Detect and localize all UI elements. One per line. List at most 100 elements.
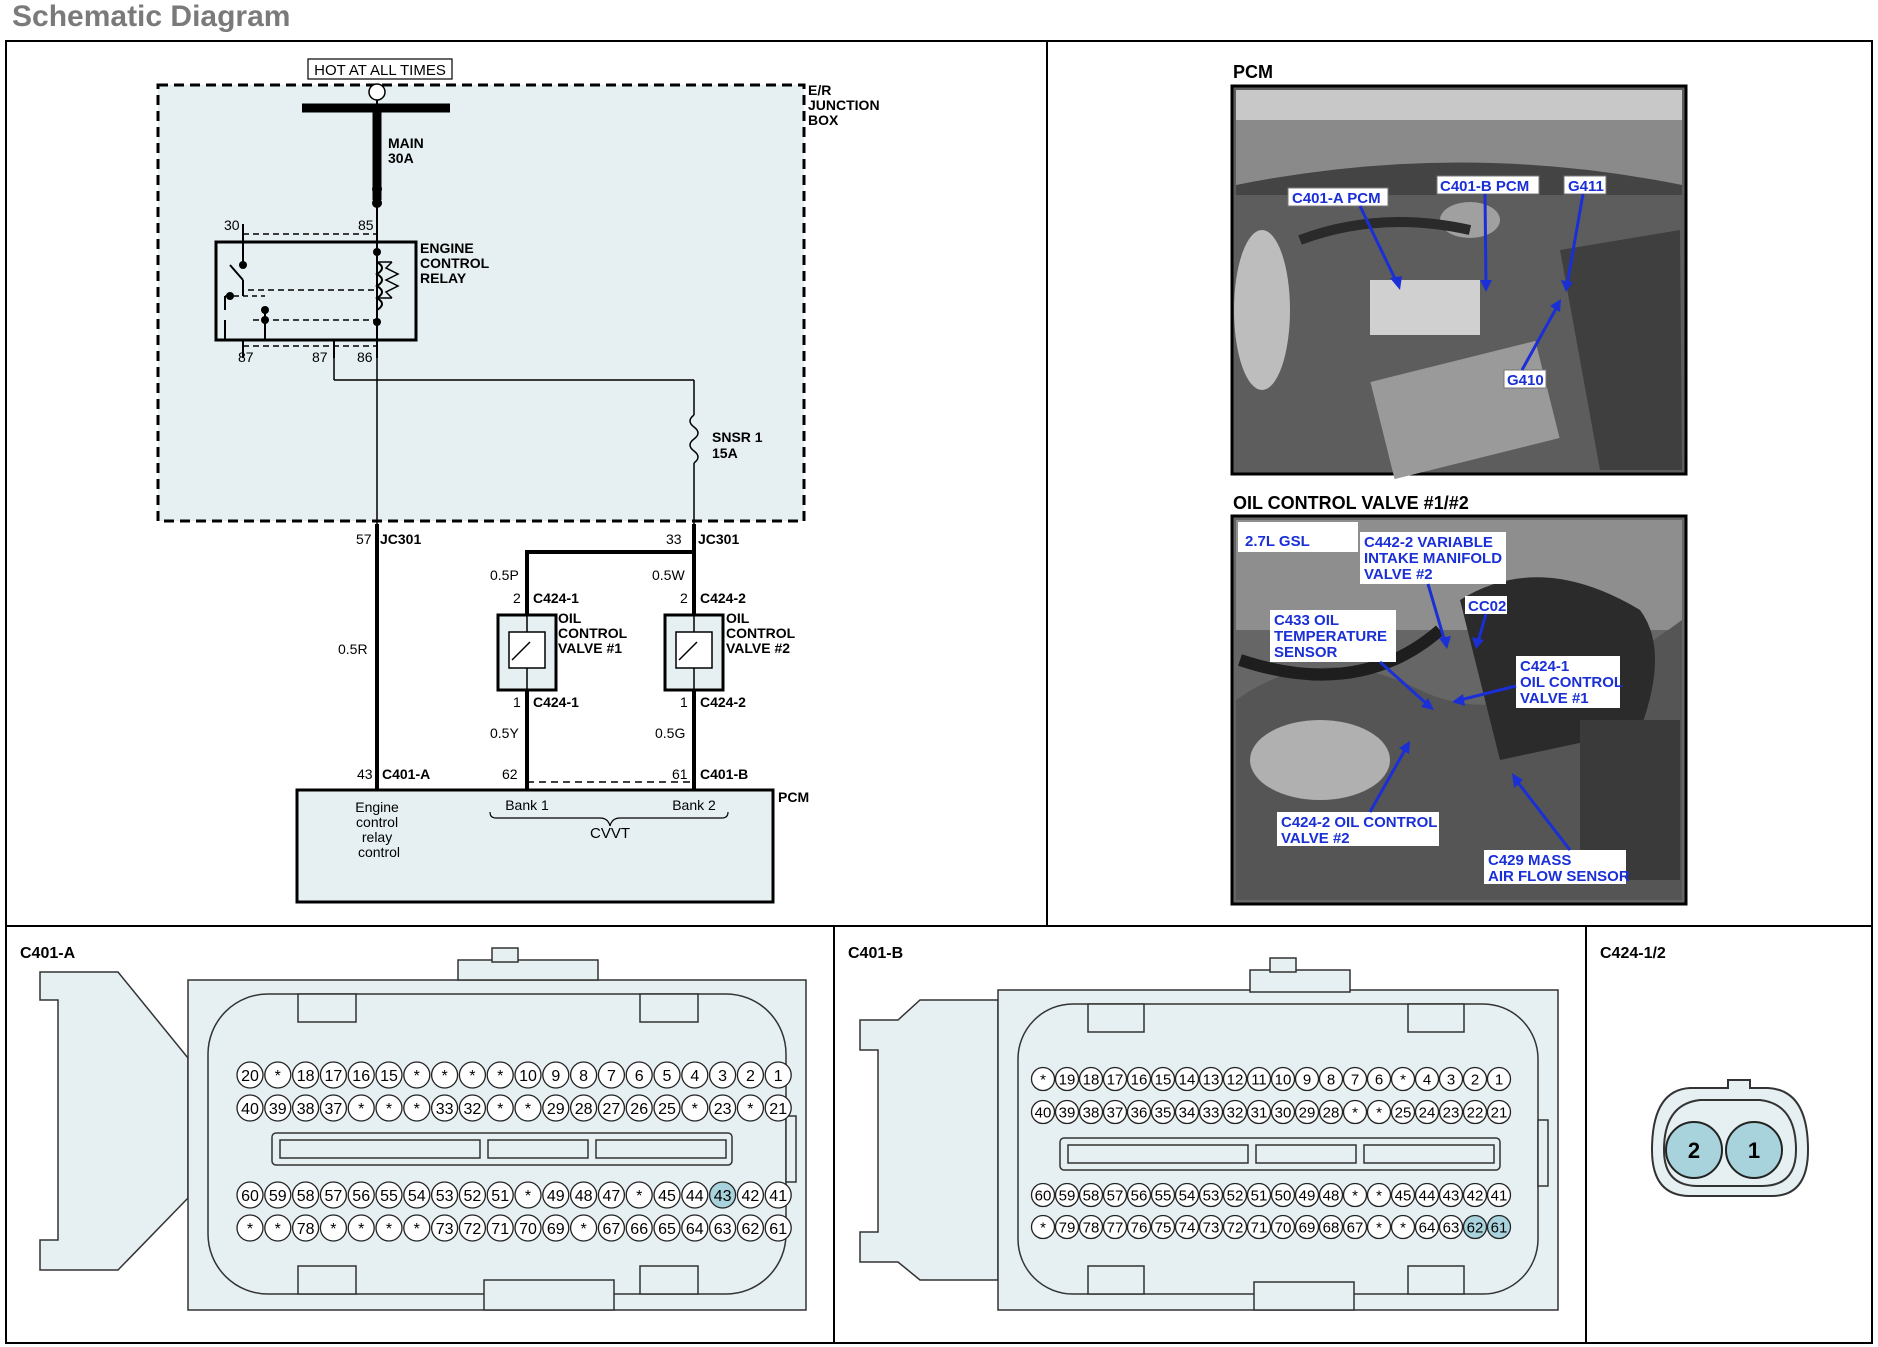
c401b-pin-label: 3	[1447, 1071, 1455, 1088]
c401a-pin-61	[764, 1214, 792, 1242]
c401a-pin-label: 48	[575, 1188, 593, 1205]
c401b-pin-label: 79	[1059, 1219, 1076, 1236]
c401b-pin-72	[1222, 1214, 1248, 1240]
c401b-pin-1	[1486, 1066, 1512, 1092]
c401b-pin-blank	[1030, 1066, 1056, 1092]
c401b-pin-43	[1438, 1182, 1464, 1208]
ocv1-bottom-connector: C424-1	[533, 694, 579, 710]
c401a-pin-label: *	[497, 1101, 503, 1118]
ocv-callout-c4242: C424-2 OIL CONTROL VALVE #2	[1277, 741, 1441, 847]
wire-0-5p: 0.5P	[490, 567, 519, 583]
c401a-pin-label: 57	[325, 1188, 343, 1205]
c401a-pin-label: 73	[436, 1221, 454, 1238]
connector-c401b-title: C401-B	[848, 945, 903, 962]
c401b-pin-70	[1270, 1214, 1296, 1240]
c401a-pin-label: *	[747, 1101, 753, 1118]
c401b-pin-label: 42	[1467, 1187, 1484, 1204]
ocv-callout-c433: C433 OIL TEMPERATURE SENSOR	[1270, 610, 1434, 710]
c401a-pin-label: 23	[714, 1101, 732, 1118]
svg-text:C401-A PCM: C401-A PCM	[1292, 190, 1381, 207]
ocv2-bottom-pin: 1	[680, 694, 688, 710]
c401b-pin-9	[1294, 1066, 1320, 1092]
c401a-pin-label: 62	[742, 1221, 760, 1238]
c401a-pin-blank	[375, 1214, 403, 1242]
ocv-callout-c442: C442-2 VARIABLE INTAKE MANIFOLD VALVE #2	[1360, 532, 1506, 649]
c401a-pin-label: 16	[352, 1068, 370, 1085]
connector-c401a-title: C401-A	[20, 945, 76, 962]
c401a-pin-label: 44	[686, 1188, 704, 1205]
c401b-pin-58	[1078, 1182, 1104, 1208]
c401b-pin-label: 70	[1275, 1219, 1292, 1236]
c401b-pin-label: 25	[1395, 1104, 1412, 1121]
c401b-pin-33	[1198, 1099, 1224, 1125]
c401a-pin-60	[236, 1181, 264, 1209]
c401b-pin-49	[1294, 1182, 1320, 1208]
c401b-pin-54	[1174, 1182, 1200, 1208]
c401a-pin-blank	[514, 1181, 542, 1209]
ocv-photo-title: OIL CONTROL VALVE #1/#2	[1233, 493, 1469, 513]
c401b-pin-48	[1318, 1182, 1344, 1208]
c401b-pin-label: 78	[1083, 1219, 1100, 1236]
c401a-pin-label: 56	[352, 1188, 370, 1205]
c401a-pin-52	[458, 1181, 487, 1209]
c401b-pin-label: 72	[1227, 1219, 1244, 1236]
c401b-pin-label: 34	[1179, 1104, 1196, 1121]
c424-pin-1	[1725, 1121, 1783, 1179]
c401a-pin-62	[736, 1214, 765, 1242]
c401b-pin-3	[1438, 1066, 1464, 1092]
c401b-pin-label: 9	[1303, 1071, 1311, 1088]
pcm-label: PCM	[778, 789, 809, 805]
pcm-pin-43: 43	[357, 766, 373, 782]
c401b-pin-label: 67	[1347, 1219, 1364, 1236]
svg-text:G411: G411	[1568, 178, 1604, 195]
c401a-pin-blank	[264, 1214, 292, 1242]
c401a-pin-69	[542, 1214, 570, 1242]
c401a-pin-56	[347, 1181, 375, 1209]
c401b-pin-label: 75	[1155, 1219, 1172, 1236]
c401a-pin-label: 47	[603, 1188, 621, 1205]
c401a-pin-label: *	[525, 1101, 531, 1118]
c401b-pin-label: 7	[1351, 1071, 1359, 1088]
svg-text:2.7L GSL: 2.7L GSL	[1245, 533, 1310, 550]
c401b-pin-label: 21	[1491, 1104, 1508, 1121]
c401a-pin-33	[430, 1094, 459, 1122]
c401a-pin-32	[458, 1094, 487, 1122]
c401a-pin-66	[625, 1214, 653, 1242]
c401a-pin-10	[514, 1061, 542, 1089]
c401a-pin-blank	[514, 1094, 542, 1122]
ocv-callout-c429: C429 MASS AIR FLOW SENSOR	[1484, 773, 1630, 885]
ocv1-bottom-pin: 1	[513, 694, 521, 710]
c401a-pin-label: 42	[742, 1188, 760, 1205]
c401a-pin-label: 27	[603, 1101, 621, 1118]
c401a-pin-label: 1	[774, 1068, 783, 1085]
relay-label: ENGINE CONTROL RELAY	[420, 240, 493, 286]
c401a-pin-label: 70	[519, 1221, 537, 1238]
svg-text:C424-2 OIL CONTROL VAL: C424-2 OIL CONTROL VALVE #2	[1281, 814, 1441, 847]
c401a-pin-1	[764, 1061, 792, 1089]
wire-0-5w: 0.5W	[652, 567, 685, 583]
c401b-pin-14	[1174, 1066, 1200, 1092]
c401a-pin-label: *	[358, 1221, 364, 1238]
c401b-pin-label: *	[1376, 1187, 1382, 1204]
c401b-pin-label: 61	[1491, 1219, 1508, 1236]
c401b-pin-label: 55	[1155, 1187, 1172, 1204]
c401b-pin-blank	[1366, 1214, 1392, 1240]
c401a-pin-label: 41	[769, 1188, 787, 1205]
c401b-pin-63	[1438, 1214, 1464, 1240]
c401b-pin-label: 10	[1275, 1071, 1292, 1088]
c401a-pin-29	[542, 1094, 570, 1122]
c401b-pin-15	[1150, 1066, 1176, 1092]
c401b-pin-label: 14	[1179, 1071, 1196, 1088]
c401b-pin-label: 57	[1107, 1187, 1124, 1204]
svg-text:CC02: CC02	[1468, 598, 1506, 615]
hot-label: HOT AT ALL TIMES	[314, 62, 446, 79]
c401b-pin-56	[1126, 1182, 1152, 1208]
c401a-pin-44	[681, 1181, 709, 1209]
c401b-pin-39	[1054, 1099, 1080, 1125]
c401b-pin-73	[1198, 1214, 1224, 1240]
svg-text:G410: G410	[1507, 372, 1544, 389]
c401b-pin-21	[1486, 1099, 1512, 1125]
c401b-pin-30	[1270, 1099, 1296, 1125]
